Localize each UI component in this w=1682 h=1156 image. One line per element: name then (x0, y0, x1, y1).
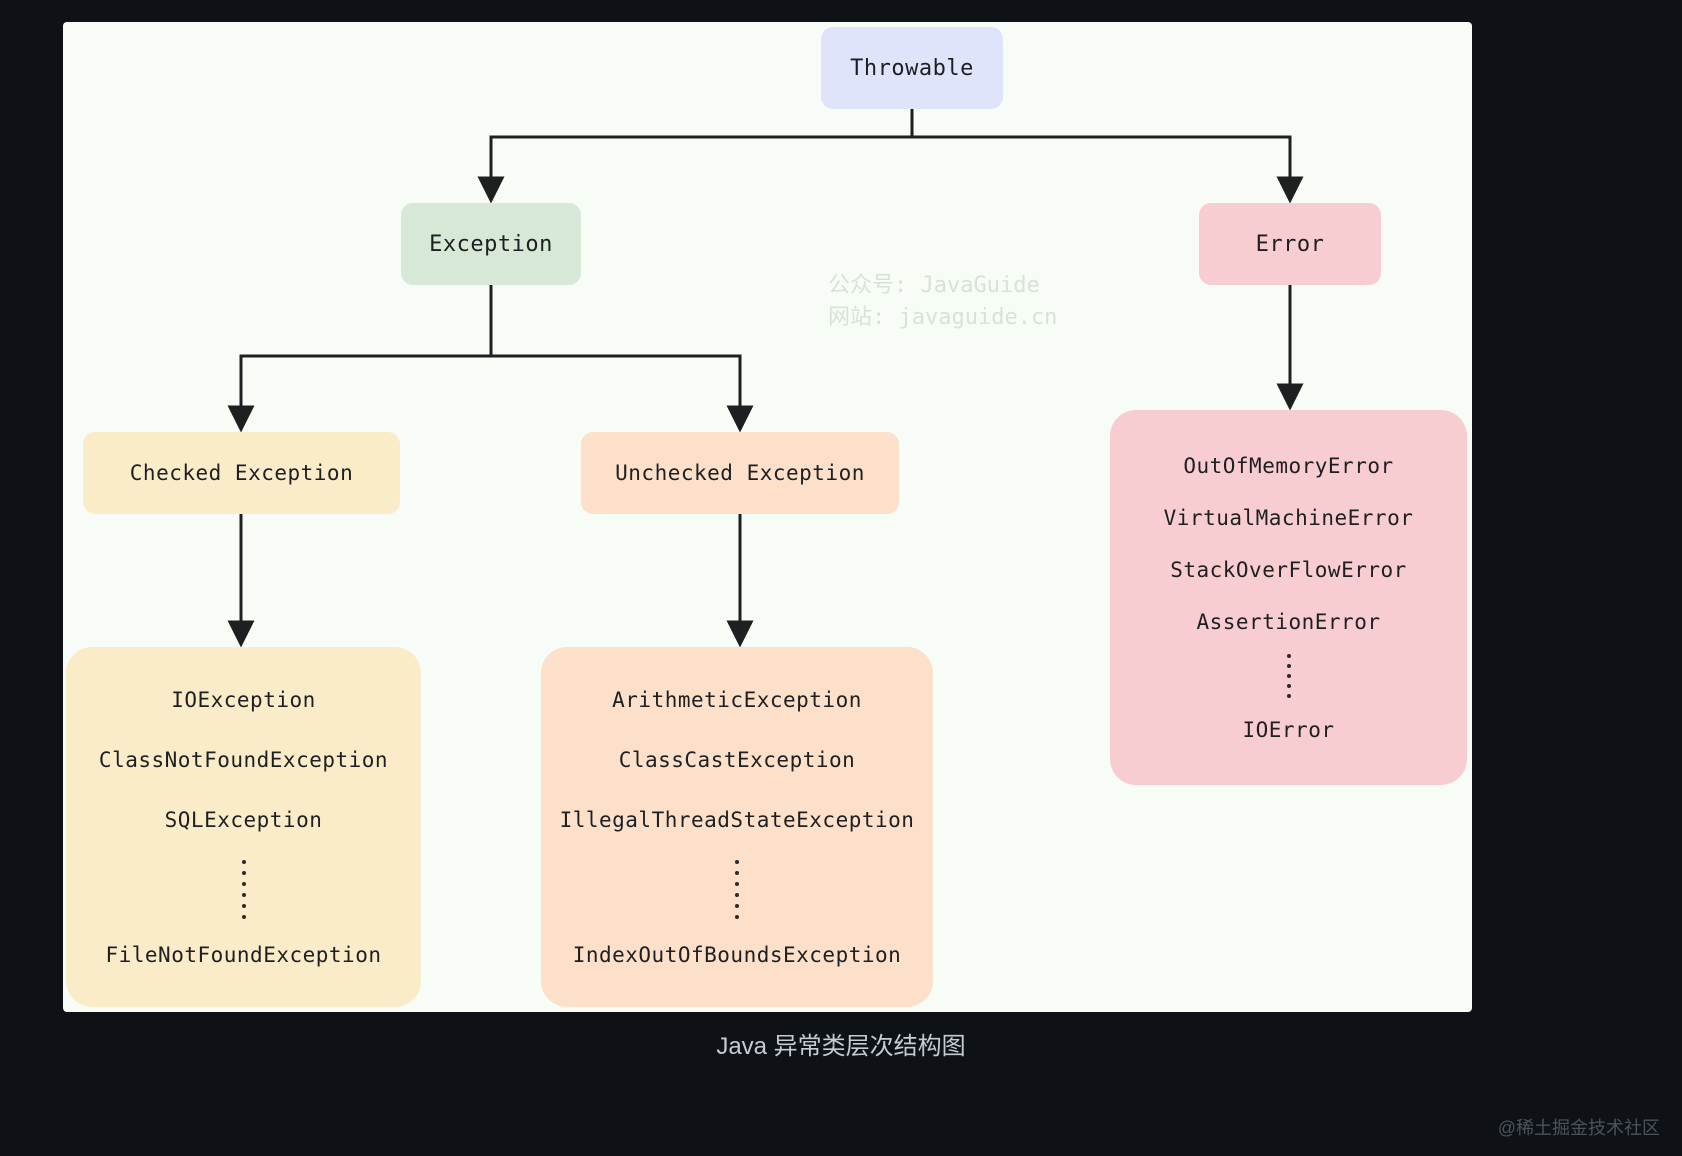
list-item: IllegalThreadStateException (559, 807, 915, 832)
list-item: SQLException (164, 807, 323, 832)
list-item: ClassCastException (618, 747, 856, 772)
diagram-canvas: Throwable Exception Error Checked Except… (63, 22, 1472, 1012)
node-error-label: Error (1255, 231, 1325, 257)
list-item: FileNotFoundException (105, 942, 382, 967)
node-unchecked-exception[interactable]: Unchecked Exception (581, 432, 899, 514)
vertical-ellipsis-icon (241, 859, 246, 919)
node-throwable[interactable]: Throwable (821, 27, 1003, 109)
list-item: OutOfMemoryError (1183, 453, 1394, 478)
vertical-ellipsis-icon (1286, 653, 1291, 698)
node-exception-label: Exception (429, 231, 553, 257)
list-item: IndexOutOfBoundsException (572, 942, 902, 967)
list-item: ClassNotFoundException (98, 747, 389, 772)
page-title: Java 异常类层次结构图 (716, 1033, 966, 1060)
watermark-line-site: 网站: javaguide.cn (828, 305, 1058, 330)
site-watermark: @稀土掘金技术社区 (1497, 1118, 1660, 1138)
node-error[interactable]: Error (1199, 203, 1381, 285)
node-error-list[interactable]: OutOfMemoryError VirtualMachineError Sta… (1110, 410, 1467, 785)
list-item: VirtualMachineError (1163, 505, 1414, 530)
list-item: IOException (171, 687, 316, 712)
node-exception[interactable]: Exception (401, 203, 581, 285)
list-item: ArithmeticException (612, 687, 862, 712)
list-item: StackOverFlowError (1170, 557, 1407, 582)
diagram-watermark: 公众号: JavaGuide 网站: javaguide.cn (828, 270, 1057, 334)
list-item: AssertionError (1196, 609, 1381, 634)
node-unchecked-exception-list[interactable]: ArithmeticException ClassCastException I… (541, 647, 933, 1007)
list-item: IOError (1242, 717, 1335, 742)
node-checked-exception-label: Checked Exception (129, 461, 354, 485)
node-checked-exception-list[interactable]: IOException ClassNotFoundException SQLEx… (66, 647, 421, 1007)
node-checked-exception[interactable]: Checked Exception (83, 432, 400, 514)
node-unchecked-exception-label: Unchecked Exception (615, 461, 865, 485)
watermark-line-account: 公众号: JavaGuide (828, 273, 1040, 298)
vertical-ellipsis-icon (735, 859, 739, 919)
node-throwable-label: Throwable (850, 55, 974, 81)
